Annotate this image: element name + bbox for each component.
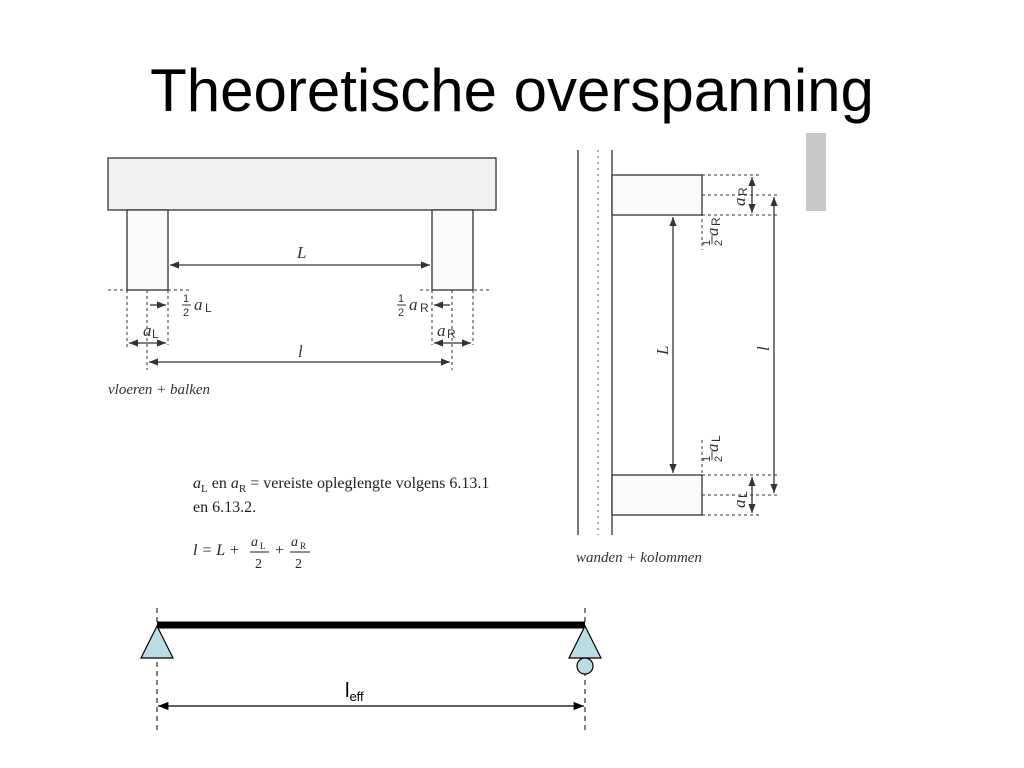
formula-lhs: l = L + [193, 542, 240, 559]
wall-diagram [577, 150, 780, 535]
fraction-1-denominator: 2 [255, 557, 262, 572]
top-half-denominator: 2 [713, 240, 725, 246]
half-left-subscript: L [205, 301, 212, 315]
floor-span-label: L [296, 243, 306, 262]
bottom-half-subscript: L [709, 435, 723, 442]
floor-slab [107, 157, 497, 211]
top-support-subscript: R [736, 187, 750, 196]
bottom-support-subscript: L [736, 491, 750, 498]
wall-span-label: L [653, 346, 672, 356]
bottom-half-variable: a [703, 444, 722, 453]
top-support-variable: a [730, 198, 749, 207]
bottom-half-denominator: 2 [713, 456, 725, 462]
definition-line-1: aL en aR = vereiste opleglengte volgens … [193, 475, 489, 495]
left-support-variable: a [143, 321, 152, 340]
wall-caption: wanden + kolommen [576, 550, 702, 566]
right-support-variable: a [437, 321, 446, 340]
floor-caption: vloeren + balken [108, 382, 210, 398]
roller-wheel [576, 657, 594, 675]
fraction-2-subscript: R [300, 541, 306, 551]
top-half-variable: a [703, 228, 722, 237]
half-right-subscript: R [420, 301, 429, 315]
shaded-block [806, 133, 826, 211]
bottom-half-numerator: 1 [701, 456, 713, 462]
roller-support-right [568, 624, 602, 659]
half-left-denominator: 2 [183, 307, 189, 319]
wall-effective-label: l [754, 346, 773, 351]
top-half-subscript: R [709, 217, 723, 226]
bottom-support-variable: a [730, 500, 749, 509]
fraction-2-denominator: 2 [295, 557, 302, 572]
fraction-2-numerator: a [291, 535, 298, 550]
fraction-1-subscript: L [260, 541, 266, 551]
beam-model: leff [140, 608, 602, 732]
pinned-support-left [140, 624, 174, 659]
effective-length-label: leff [345, 680, 364, 704]
floor-diagram [107, 157, 497, 370]
right-support-wall [431, 209, 474, 291]
right-support-subscript: R [447, 327, 456, 341]
half-right-denominator: 2 [398, 307, 404, 319]
half-left-variable: a [194, 295, 203, 314]
definition-line-2: en 6.13.2. [193, 499, 256, 516]
top-half-numerator: 1 [701, 240, 713, 246]
top-beam [611, 174, 703, 216]
half-right-numerator: 1 [398, 293, 404, 305]
floor-effective-label: l [298, 342, 303, 361]
formula-plus: + [275, 542, 284, 559]
half-left-numerator: 1 [183, 293, 189, 305]
page-title: Theoretische overspanning [150, 57, 874, 124]
left-support-subscript: L [152, 327, 159, 341]
half-right-variable: a [409, 295, 418, 314]
fraction-1-numerator: a [251, 535, 258, 550]
definition-block: aL en aR = vereiste opleglengte volgens … [193, 475, 489, 572]
bottom-beam [611, 474, 703, 516]
left-support-wall [126, 209, 169, 291]
